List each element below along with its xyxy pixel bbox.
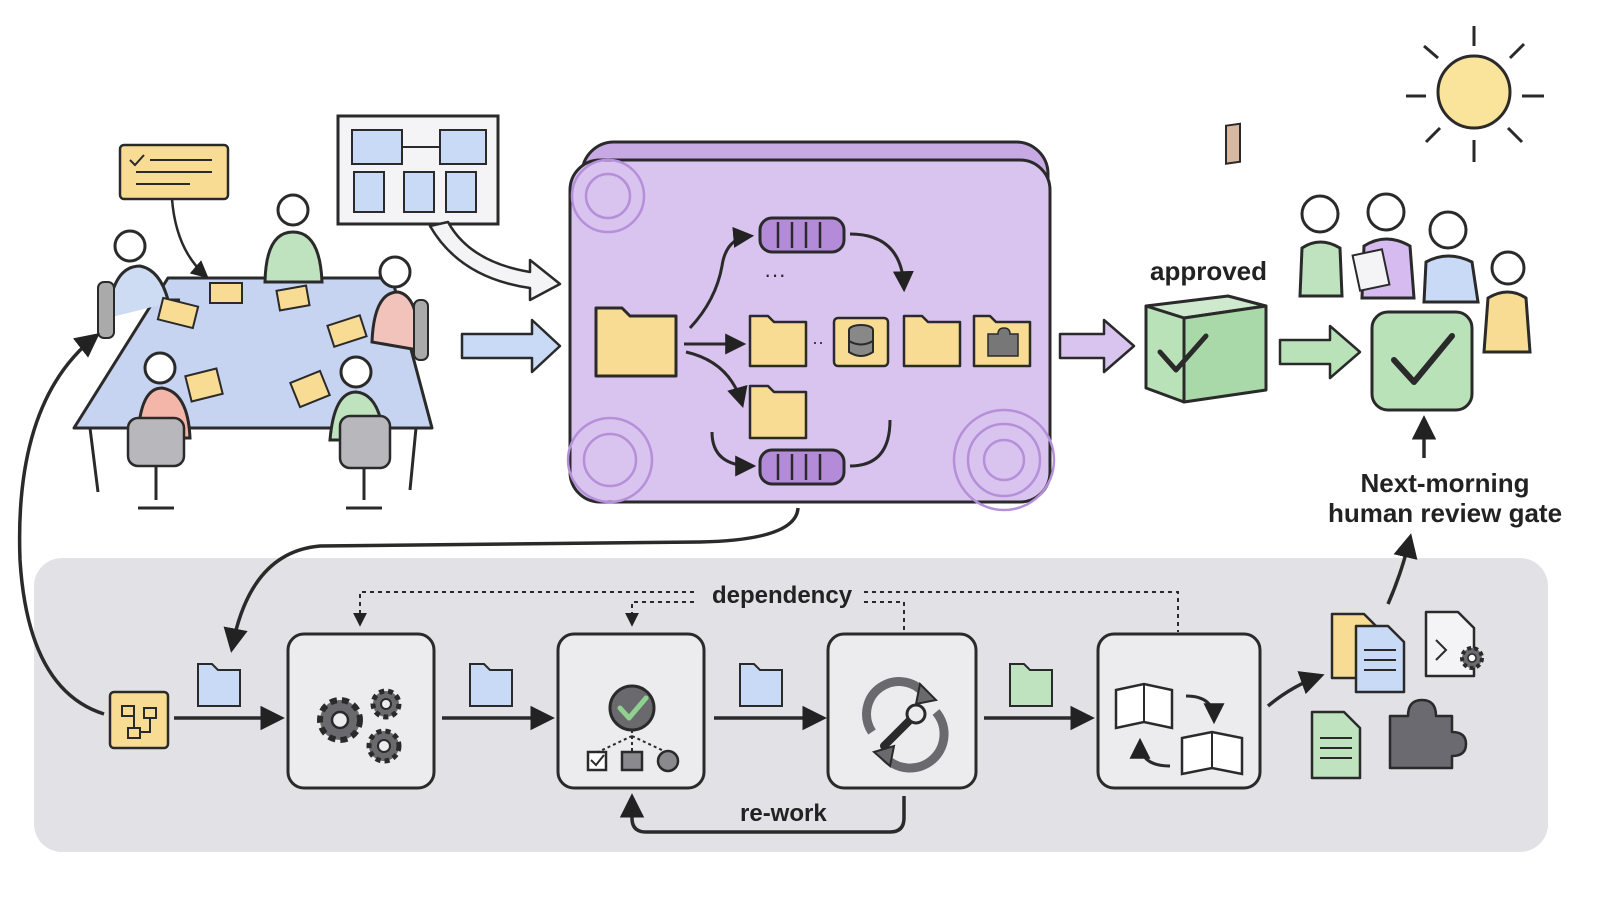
wrench-cycle-icon <box>862 677 949 773</box>
person-icon <box>126 351 192 510</box>
feedback-arrow <box>17 332 105 716</box>
pipeline-stage-2 <box>556 632 706 790</box>
person-icon <box>328 355 392 510</box>
rework-arrow <box>619 793 906 834</box>
orchestration-container: ··· ·· <box>566 140 1056 512</box>
database-icon <box>832 316 890 368</box>
review-gate-line-2: human review gate <box>1327 498 1563 528</box>
folder-icon <box>197 663 241 707</box>
folder-icon <box>1009 663 1053 707</box>
review-gate-label: Next-morning human review gate <box>1300 468 1590 528</box>
workflow-folder-icon <box>108 690 170 750</box>
person-icon <box>1482 250 1532 354</box>
pipeline-stage-4 <box>1096 632 1262 790</box>
output-arrow <box>1278 324 1362 380</box>
approved-label: approved <box>1150 256 1268 286</box>
person-icon <box>1422 210 1480 304</box>
dependency-line <box>353 591 694 627</box>
gears-icon <box>317 688 402 764</box>
pipeline-stage-1 <box>286 632 436 790</box>
output-artifacts <box>1310 610 1484 780</box>
rework-label: re-work <box>740 800 827 827</box>
check-icon <box>1370 310 1474 412</box>
reviewers-group <box>1298 192 1532 354</box>
output-arrow <box>1058 318 1136 374</box>
folder-icon <box>469 663 513 707</box>
folder-icon <box>594 306 678 378</box>
svg-text:··: ·· <box>812 332 824 352</box>
requirements-note-icon <box>118 143 230 279</box>
architecture-diagram-icon <box>336 114 500 226</box>
folder-icon <box>739 663 783 707</box>
document-icon <box>1310 710 1362 780</box>
person-icon <box>1298 194 1344 298</box>
sun-icon <box>1406 26 1544 162</box>
pipeline <box>108 533 1418 834</box>
puzzle-icon <box>1388 698 1468 770</box>
folder-icon <box>748 384 808 440</box>
folder-icon <box>902 314 962 368</box>
folder-icon <box>748 314 808 368</box>
person-icon <box>263 193 324 284</box>
books-swap-icon <box>1114 682 1244 776</box>
task-graph-icon <box>586 684 680 773</box>
planning-meeting-scene <box>72 193 434 510</box>
puzzle-folder-icon <box>972 314 1032 368</box>
review-gate-line-1: Next-morning <box>1360 468 1530 498</box>
queue-icon <box>758 448 846 486</box>
queue-icon <box>758 216 846 254</box>
handoff-arrow <box>223 507 800 653</box>
svg-text:···: ··· <box>764 262 786 287</box>
input-arrow <box>428 220 562 302</box>
input-arrow <box>460 318 562 374</box>
person-icon <box>1351 192 1416 300</box>
dependency-label: dependency <box>704 582 861 610</box>
person-icon <box>97 229 180 339</box>
diagram-gear-document-icon <box>1424 610 1484 678</box>
person-icon <box>370 255 429 361</box>
approved-package-icon <box>1144 122 1268 404</box>
pipeline-stage-3 <box>826 632 978 790</box>
document-icon <box>1330 612 1406 694</box>
